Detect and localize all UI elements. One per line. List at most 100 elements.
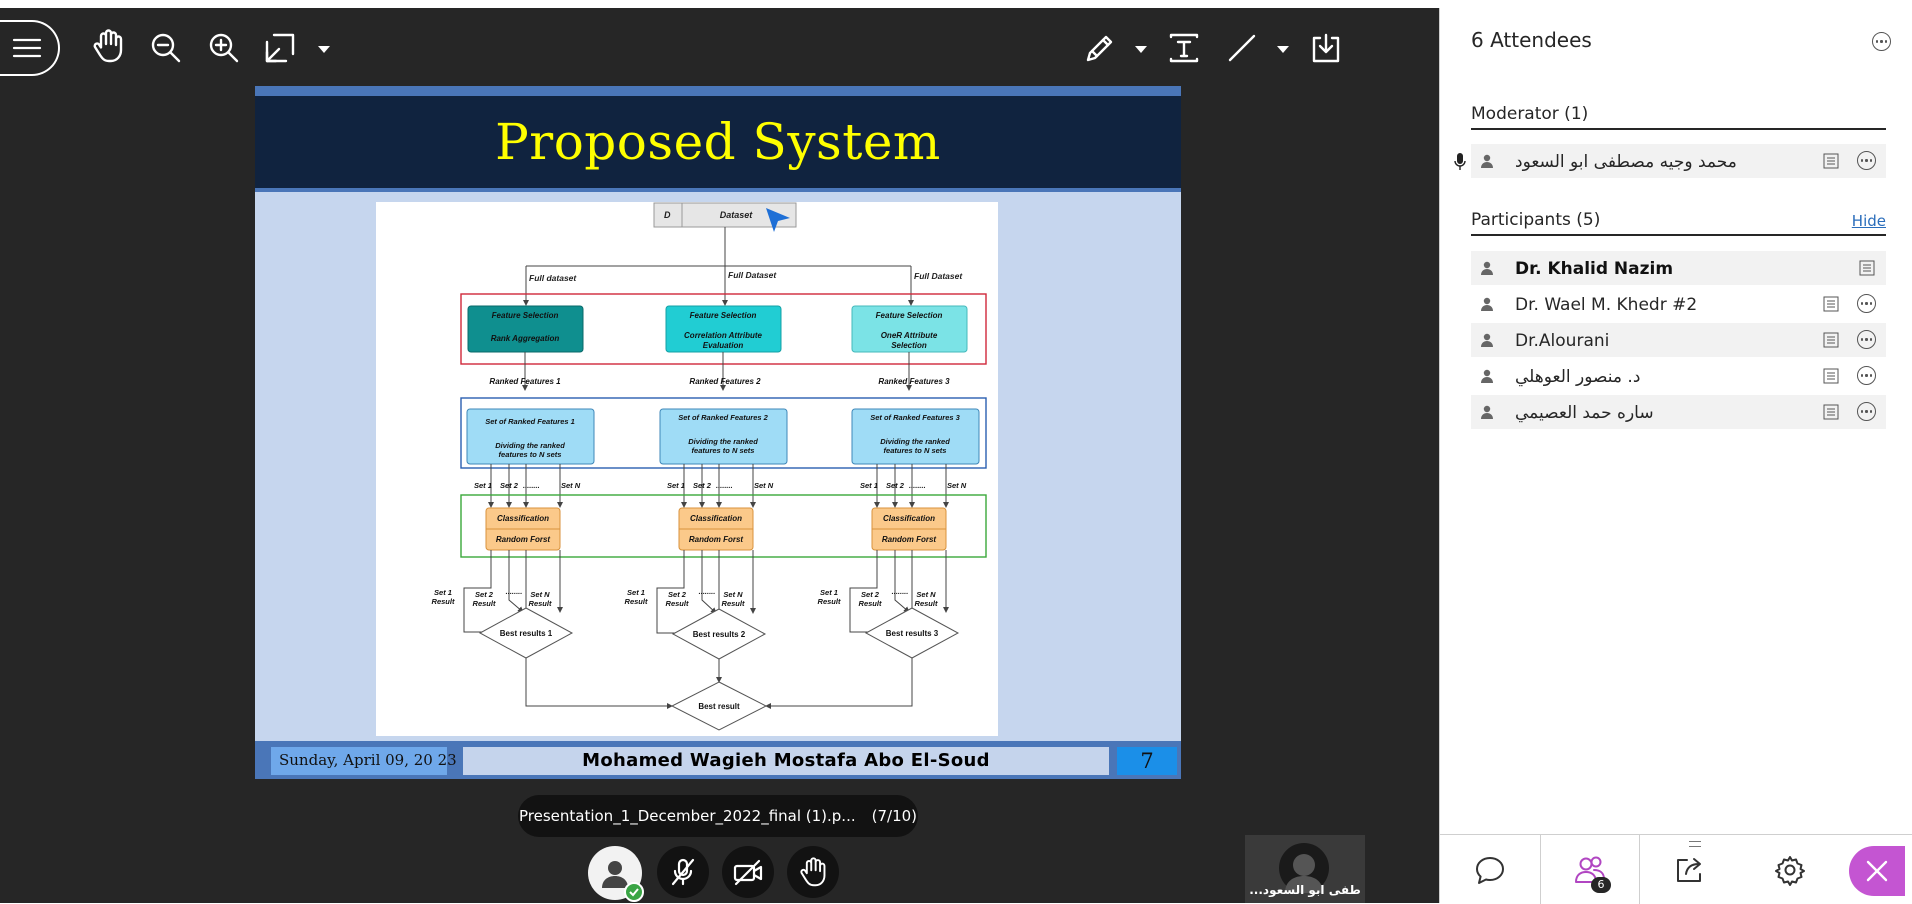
microphone-toggle-button[interactable] bbox=[657, 846, 709, 898]
pen-options-chevron-icon[interactable] bbox=[1135, 46, 1147, 53]
panel-more-options-icon[interactable] bbox=[1872, 32, 1891, 51]
list-icon[interactable] bbox=[1823, 368, 1839, 384]
fs-title-3: Feature Selection bbox=[876, 311, 943, 320]
ranked-label-2: Ranked Features 2 bbox=[689, 377, 761, 386]
moderator-more-options-icon[interactable] bbox=[1857, 151, 1876, 170]
proposed-system-diagram: D Dataset Full dataset Full Dataset Full… bbox=[376, 202, 998, 736]
ranked-set-title-1: Set of Ranked Features 1 bbox=[485, 417, 575, 426]
settings-tab[interactable] bbox=[1740, 835, 1840, 904]
drag-handle-icon[interactable] bbox=[1689, 841, 1701, 847]
moderator-name: محمد وجيه مصطفى ابو السعود bbox=[1515, 152, 1737, 172]
share-content-tab[interactable] bbox=[1640, 835, 1740, 904]
classification-title-2: Classification bbox=[690, 514, 742, 523]
speaker-name: ...طفى ابو السعود bbox=[1249, 883, 1361, 897]
slide-page-number: 7 bbox=[1117, 747, 1177, 775]
list-icon[interactable] bbox=[1823, 153, 1839, 169]
active-speaker-tile[interactable]: ...طفى ابو السعود bbox=[1245, 835, 1365, 903]
participant-row[interactable]: د. منصور العوهلي bbox=[1471, 359, 1886, 393]
zoom-in-icon bbox=[209, 33, 239, 63]
fs-title-2: Feature Selection bbox=[690, 311, 757, 320]
slide-footer-date: Sunday, April 09, 20 23 bbox=[271, 747, 457, 775]
menu-button[interactable] bbox=[0, 20, 60, 76]
result-label-1-c-line-1: Set 1 bbox=[820, 588, 838, 597]
ranked-set-desc-1-line-1: Dividing the ranked bbox=[495, 441, 565, 450]
participant-more-options-icon[interactable] bbox=[1857, 402, 1876, 421]
fit-options-chevron-icon[interactable] bbox=[318, 46, 330, 53]
share-icon bbox=[1677, 857, 1701, 882]
branch-label-1: Full dataset bbox=[529, 273, 577, 283]
result-label-n-a-line-2: Result bbox=[529, 599, 552, 608]
list-icon[interactable] bbox=[1823, 332, 1839, 348]
slide-footer: Sunday, April 09, 20 23 Mohamed Wagieh M… bbox=[255, 741, 1181, 779]
set-label-dots-c: ........ bbox=[909, 481, 926, 490]
set-label-2-b: Set 2 bbox=[693, 481, 712, 490]
moderator-header-label: Moderator (1) bbox=[1471, 104, 1589, 124]
participant-row[interactable]: Dr. Khalid Nazim bbox=[1471, 251, 1886, 285]
slide-footer-author: Mohamed Wagieh Mostafa Abo El-Soud bbox=[463, 747, 1109, 775]
set-label-1-c: Set 1 bbox=[860, 481, 878, 490]
line-tool-button[interactable] bbox=[1224, 30, 1260, 66]
status-check-icon bbox=[624, 882, 644, 902]
list-icon[interactable] bbox=[1823, 404, 1839, 420]
camera-off-icon bbox=[733, 859, 763, 886]
classification-method-3: Random Forst bbox=[882, 535, 937, 544]
download-icon bbox=[1312, 33, 1340, 63]
slide-header: Proposed System bbox=[255, 96, 1181, 188]
ranked-set-desc-1-line-2: features to N sets bbox=[499, 450, 562, 459]
person-icon bbox=[1481, 261, 1493, 275]
raise-hand-button[interactable] bbox=[787, 846, 839, 898]
hide-participants-link[interactable]: Hide bbox=[1851, 212, 1886, 230]
file-info-pill[interactable]: Presentation_1_December_2022_final (1).p… bbox=[518, 795, 918, 837]
result-label-1-c-line-2: Result bbox=[818, 597, 841, 606]
set-label-n-c: Set N bbox=[947, 481, 967, 490]
participant-name: د. منصور العوهلي bbox=[1515, 367, 1641, 387]
raise-hand-icon bbox=[800, 857, 826, 887]
result-label-n-b-line-1: Set N bbox=[723, 590, 743, 599]
download-button[interactable] bbox=[1308, 30, 1344, 66]
participant-row[interactable]: ساره حمد العصيمي bbox=[1471, 395, 1886, 429]
text-tool-icon bbox=[1169, 33, 1199, 63]
best-result-label: Best result bbox=[698, 702, 740, 711]
list-icon[interactable] bbox=[1823, 296, 1839, 312]
zoom-out-button[interactable] bbox=[148, 30, 184, 66]
slide-title: Proposed System bbox=[495, 113, 941, 171]
ranked-set-desc-3-line-2: features to N sets bbox=[884, 446, 947, 455]
speaker-avatar bbox=[1279, 843, 1329, 893]
result-label-2-a-line-1: Set 2 bbox=[475, 590, 494, 599]
attendees-tab[interactable]: 6 bbox=[1540, 835, 1701, 904]
participant-more-options-icon[interactable] bbox=[1857, 294, 1876, 313]
chat-tab[interactable] bbox=[1440, 835, 1540, 904]
pen-tool-button[interactable] bbox=[1082, 30, 1118, 66]
moderator-section-header: Moderator (1) bbox=[1471, 104, 1886, 130]
text-tool-button[interactable] bbox=[1166, 30, 1202, 66]
moderator-row[interactable]: محمد وجيه مصطفى ابو السعود bbox=[1471, 144, 1886, 178]
attendee-count-badge: 6 bbox=[1591, 877, 1611, 893]
participant-more-options-icon[interactable] bbox=[1857, 330, 1876, 349]
best-results-label-3: Best results 3 bbox=[886, 629, 939, 638]
chat-icon bbox=[1476, 856, 1504, 884]
list-icon[interactable] bbox=[1859, 260, 1875, 276]
hand-icon bbox=[93, 29, 123, 63]
participant-row[interactable]: Dr.Alourani bbox=[1471, 323, 1886, 357]
fit-screen-button[interactable] bbox=[262, 30, 298, 66]
best-results-label-1: Best results 1 bbox=[500, 629, 553, 638]
result-label-2-a-line-2: Result bbox=[473, 599, 496, 608]
zoom-in-button[interactable] bbox=[206, 30, 242, 66]
ranked-sets-group bbox=[460, 397, 987, 469]
line-options-chevron-icon[interactable] bbox=[1277, 46, 1289, 53]
close-panel-button[interactable] bbox=[1849, 846, 1905, 896]
slide-header-band bbox=[255, 188, 1181, 192]
ranked-set-box-1 bbox=[466, 408, 595, 465]
camera-toggle-button[interactable] bbox=[722, 846, 774, 898]
hand-tool-button[interactable] bbox=[90, 28, 126, 64]
participant-more-options-icon[interactable] bbox=[1857, 366, 1876, 385]
fs-method-3-line-1: OneR Attribute bbox=[881, 331, 938, 340]
participant-row[interactable]: Dr. Wael M. Khedr #2 bbox=[1471, 287, 1886, 321]
fs-method-1: Rank Aggregation bbox=[491, 334, 560, 343]
